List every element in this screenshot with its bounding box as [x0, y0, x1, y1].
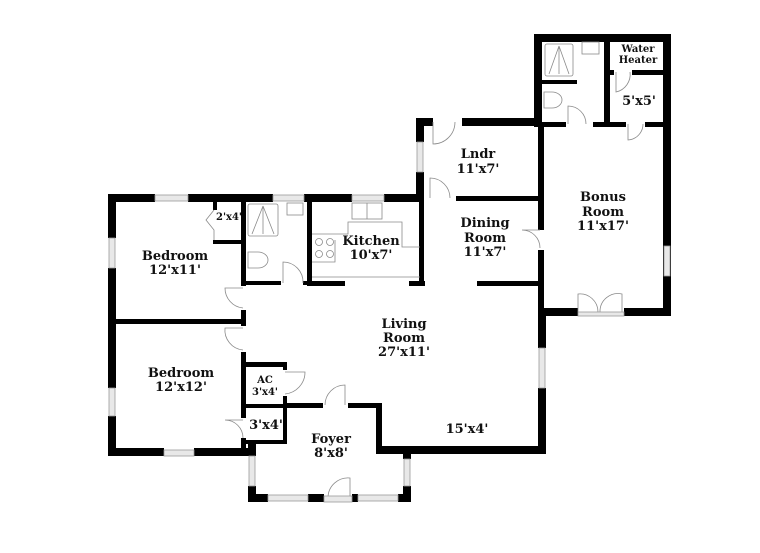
kitchen-label: Kitchen	[342, 234, 400, 249]
bonus-room-dims: 11'x17'	[577, 219, 629, 234]
foyer-dims: 8'x8'	[314, 446, 348, 461]
bedroom-2-label: Bedroom	[148, 366, 215, 381]
windows	[108, 141, 671, 502]
water-heater-label-2: Heater	[619, 55, 658, 66]
closet-bedroom-dims: 2'x4'	[216, 212, 242, 223]
storage-dims: 5'x5'	[622, 94, 656, 109]
living-room-label-2: Room	[383, 331, 425, 346]
room-labels: Water Heater 5'x5' Lndr 11'x7' Bonus Roo…	[142, 44, 658, 461]
living-room-label-1: Living	[381, 317, 426, 332]
closet-hall-dims: 3'x4'	[249, 418, 283, 433]
porch-area-dims: 15'x4'	[446, 422, 489, 437]
living-room-dims: 27'x11'	[378, 345, 430, 360]
ac-closet-label: AC	[256, 375, 273, 386]
dining-room-label-2: Room	[464, 231, 506, 246]
stove-icon	[315, 238, 334, 258]
sink-icon	[581, 41, 600, 55]
sink-icon	[286, 202, 304, 216]
kitchen-dims: 10'x7'	[350, 248, 393, 263]
toilet-icon	[543, 91, 563, 109]
foyer-label: Foyer	[311, 432, 351, 447]
laundry-dims: 11'x7'	[457, 162, 500, 177]
laundry-label: Lndr	[461, 147, 496, 162]
walls	[108, 34, 671, 502]
dining-room-label-1: Dining	[460, 216, 509, 231]
bedroom-2-dims: 12'x12'	[155, 380, 207, 395]
dining-room-dims: 11'x7'	[464, 245, 507, 260]
bedroom-1-label: Bedroom	[142, 249, 209, 264]
bonus-room-label-1: Bonus	[580, 190, 626, 205]
fixtures	[247, 41, 600, 278]
bedroom-1-dims: 12'x11'	[149, 263, 201, 278]
toilet-icon	[247, 251, 269, 269]
doors	[205, 71, 644, 503]
water-heater-label-1: Water	[620, 44, 655, 55]
bonus-room-label-2: Room	[582, 205, 624, 220]
ac-closet-dims: 3'x4'	[252, 387, 278, 398]
